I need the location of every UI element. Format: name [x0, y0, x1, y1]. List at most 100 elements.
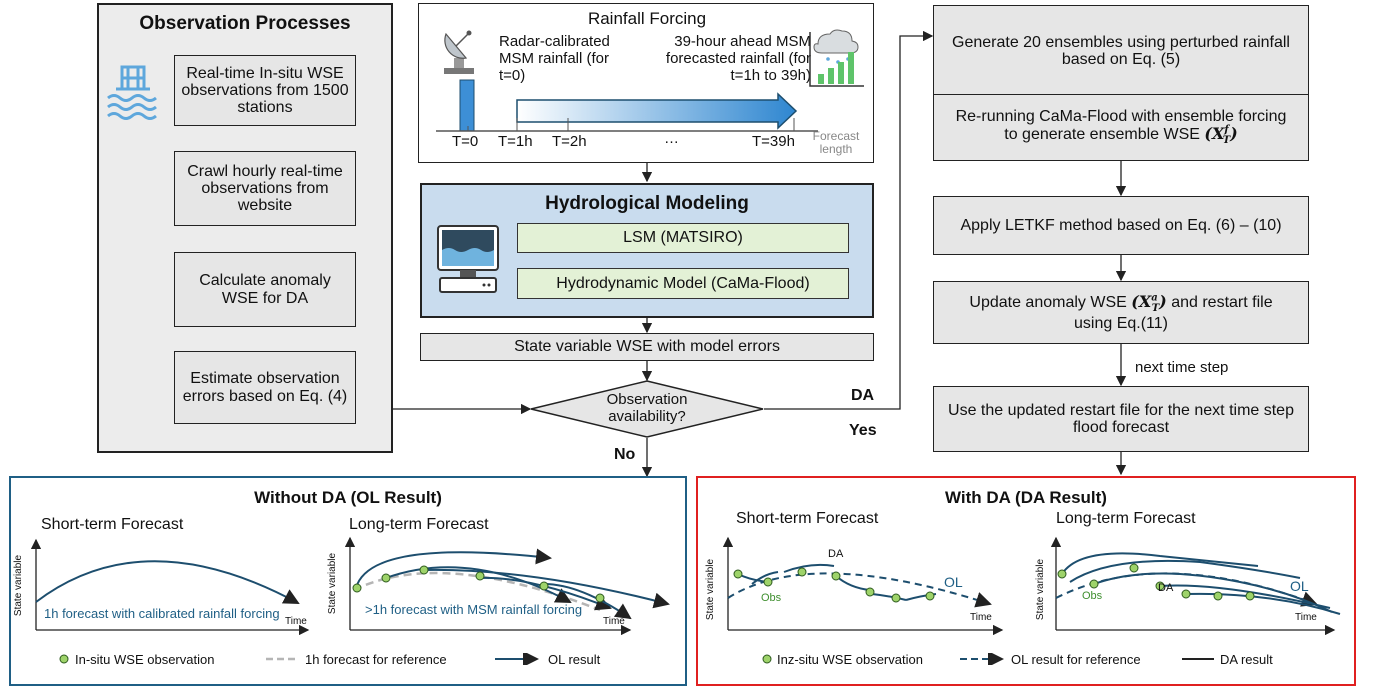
obs-step-crawl: Crawl hourly real-time observations from… — [174, 151, 356, 226]
ol-short-chart — [30, 538, 310, 636]
hydro-title: Hydrological Modeling — [545, 193, 749, 214]
msm-text: 39-hour ahead MSM forecasted rainfall (f… — [665, 33, 811, 84]
decision-da-label: DA — [851, 387, 875, 404]
da-obs-dot — [763, 577, 773, 587]
da-step-rerun-line2: to generate ensemble WSE (XfT) — [1004, 124, 1238, 147]
da-obs-dot — [797, 567, 807, 577]
da-obs-dot — [1181, 589, 1191, 599]
ol-short-xlabel: Time — [285, 616, 307, 627]
da-short-ylabel: State variable — [705, 558, 717, 621]
da-short-ol-label: OL — [944, 574, 963, 590]
ol-legend-arrow — [495, 653, 539, 665]
da-short-result-segment — [871, 593, 907, 601]
ol-short-note: 1h forecast with calibrated rainfall for… — [44, 606, 280, 621]
ol-obs-dot — [352, 583, 362, 593]
da-long-chart — [1050, 536, 1341, 636]
da-step-rerun: Re-running CaMa-Flood with ensemble forc… — [933, 94, 1309, 161]
da-obs-dot — [1245, 591, 1255, 601]
observation-title: Observation Processes — [139, 13, 351, 34]
msm-forecast-arrow — [516, 92, 798, 130]
ol-long-curve — [423, 568, 670, 609]
da-step-update-line2: using Eq.(11) — [1074, 314, 1168, 332]
ol-long-title: Long-term Forecast — [349, 516, 489, 533]
ol-obs-dot — [381, 573, 391, 583]
tick-t1h: T=1h — [498, 133, 533, 150]
da-obs-dot — [1213, 591, 1223, 601]
da-long-xlabel: Time — [1295, 612, 1317, 623]
ol-short-title: Short-term Forecast — [41, 516, 184, 533]
da-short-title: Short-term Forecast — [736, 510, 879, 527]
ol-long-note: >1h forecast with MSM rainfall forcing — [365, 602, 583, 617]
da-short-result-segment — [835, 575, 871, 591]
tick-ellipsis: … — [664, 130, 679, 147]
next-time-step-label: next time step — [1135, 359, 1229, 376]
da-obs-dot — [733, 569, 743, 579]
da-short-da-label: DA — [828, 548, 844, 560]
da-step-update: Update anomaly WSE (XaT) and restart fil… — [933, 281, 1309, 344]
radar-bar — [459, 79, 475, 132]
da-long-result-curve — [1093, 572, 1333, 613]
with-da-title: With DA (DA Result) — [945, 488, 1107, 507]
state-variable-box: State variable WSE with model errors — [420, 333, 874, 361]
da-obs-dot — [1057, 569, 1067, 579]
da-short-obs-label: Obs — [761, 592, 782, 604]
da-legend-ol-text: OL result for reference — [1011, 652, 1141, 667]
da-long-result-curve — [1185, 592, 1341, 615]
da-obs-dot — [1155, 581, 1165, 591]
da-legend-obs: Inz-situ WSE observation — [777, 652, 923, 667]
ol-short-curve — [35, 560, 300, 604]
da-obs-dot — [1129, 563, 1139, 573]
rainfall-panel: Rainfall Forcing Radar-calibrated MSM ra… — [418, 3, 874, 163]
rainfall-title: Rainfall Forcing — [587, 9, 707, 28]
without-da-panel: Without DA (OL Result) Short-term Foreca… — [9, 476, 687, 686]
water-level-station-icon — [107, 65, 157, 120]
obs-step-errors: Estimate observation errors based on Eq.… — [174, 351, 356, 424]
da-obs-dot — [831, 571, 841, 581]
forecast-length-label: Forecast length — [812, 129, 860, 156]
da-long-da-label: DA — [1158, 582, 1174, 594]
without-da-title: Without DA (OL Result) — [254, 488, 442, 507]
decision-no-label: No — [614, 446, 636, 463]
ol-obs-dot — [419, 565, 429, 575]
ol-legend-dot — [59, 654, 69, 664]
computer-monitor-icon — [437, 225, 499, 293]
da-obs-dot — [925, 591, 935, 601]
da-short-xlabel: Time — [970, 612, 992, 623]
ol-legend-obs: In-situ WSE observation — [75, 652, 215, 667]
da-step-letkf: Apply LETKF method based on Eq. (6) – (1… — [933, 196, 1309, 255]
da-short-result-segment — [737, 573, 769, 583]
da-step-restart: Use the updated restart file for the nex… — [933, 386, 1309, 452]
with-da-panel: With DA (DA Result) Short-term Forecast … — [696, 476, 1356, 686]
da-legend-line — [1182, 658, 1214, 660]
ensemble-symbol: (XfT) — [1204, 124, 1238, 147]
decision-diamond — [530, 380, 764, 438]
ol-long-curve — [543, 583, 632, 620]
da-long-title: Long-term Forecast — [1056, 510, 1196, 527]
da-long-ol-label: OL — [1290, 578, 1309, 594]
da-long-obs-label: Obs — [1082, 590, 1103, 602]
da-short-chart — [722, 536, 1004, 636]
lsm-box: LSM (MATSIRO) — [517, 223, 849, 253]
rain-bar-chart-icon — [809, 29, 864, 87]
ol-legend-dash — [266, 657, 298, 661]
da-obs-dot — [891, 593, 901, 603]
ol-long-chart — [344, 536, 670, 636]
tick-t39h: T=39h — [752, 133, 795, 150]
da-legend-result: DA result — [1220, 652, 1273, 667]
arrow-decision-da — [764, 30, 934, 410]
da-step-rerun-line1: Re-running CaMa-Flood with ensemble forc… — [955, 107, 1287, 125]
da-obs-dot — [1089, 579, 1099, 589]
da-long-result-curve — [1069, 559, 1301, 583]
ol-long-curve — [479, 576, 612, 611]
ol-legend-ref: 1h forecast for reference — [305, 652, 447, 667]
da-long-result-curve — [1061, 552, 1259, 575]
decision-yes-label: Yes — [849, 422, 877, 439]
da-obs-dot — [865, 587, 875, 597]
decision-question: Observation availability? — [606, 391, 688, 426]
analysis-symbol: (XaT) — [1131, 291, 1167, 315]
da-step-update-line1: Update anomaly WSE (XaT) and restart fil… — [969, 291, 1273, 315]
da-step-ensembles: Generate 20 ensembles using perturbed ra… — [933, 5, 1309, 97]
ol-long-xlabel: Time — [603, 616, 625, 627]
cama-flood-box: Hydrodynamic Model (CaMa-Flood) — [517, 268, 849, 299]
ol-obs-dot — [475, 571, 485, 581]
